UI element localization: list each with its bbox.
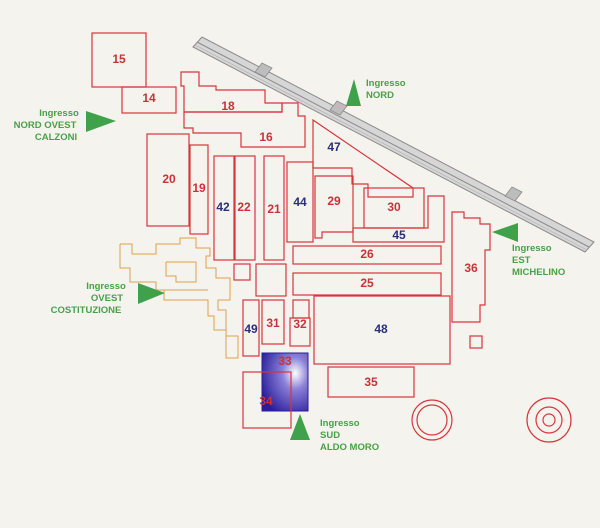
pavilion-47-label: 47 bbox=[327, 140, 341, 154]
round-structure-west-inner bbox=[416, 404, 448, 436]
pavilion-30-label: 30 bbox=[387, 200, 401, 214]
entrance-est-arrow-icon bbox=[492, 223, 518, 242]
pavilion-32-outline bbox=[289, 317, 311, 347]
pavilion-25-outline bbox=[292, 272, 442, 296]
pavilion-44-label: 44 bbox=[293, 195, 307, 209]
pavilion-21-outline bbox=[263, 155, 285, 261]
small-pavilion-b bbox=[255, 263, 287, 297]
entrance-ovest-arrow-icon bbox=[138, 283, 165, 304]
pavilion-26-outline bbox=[292, 245, 442, 265]
pavilion-29-label: 29 bbox=[327, 194, 341, 208]
round-structure-east-mid bbox=[535, 406, 563, 434]
entrance-ovest-line1: Ingresso bbox=[86, 281, 126, 292]
entrance-sud-line3: ALDO MORO bbox=[320, 442, 379, 453]
pavilion-14-outline bbox=[121, 86, 177, 114]
small-pavilion-a bbox=[233, 263, 251, 281]
entrance-nord-ovest-line3: CALZONI bbox=[35, 132, 77, 143]
entrance-est: Ingresso EST MICHELINO bbox=[492, 223, 565, 278]
entrance-sud: Ingresso SUD ALDO MORO bbox=[290, 414, 379, 453]
entrance-nord: Ingresso NORD bbox=[346, 78, 406, 106]
pavilion-15-label: 15 bbox=[112, 52, 126, 66]
entrance-nord-line1: Ingresso bbox=[366, 78, 406, 89]
entrance-nord-arrow-icon bbox=[346, 79, 361, 106]
pavilion-49-outline bbox=[242, 299, 260, 357]
pavilion-47-outline bbox=[312, 118, 414, 198]
entrance-sud-arrow-icon bbox=[290, 414, 310, 440]
pavilion-20-label: 20 bbox=[162, 172, 176, 186]
pavilion-15-outline bbox=[91, 32, 147, 88]
entrance-nord-ovest-line2: NORD OVEST bbox=[14, 120, 77, 131]
pavilion-32-label: 32 bbox=[293, 317, 307, 331]
pavilion-19-label: 19 bbox=[192, 181, 206, 195]
pavilion-26-label: 26 bbox=[360, 247, 374, 261]
pavilion-31-outline bbox=[261, 299, 285, 345]
entrance-ovest-line3: COSTITUZIONE bbox=[51, 305, 122, 316]
pavilion-44-outline bbox=[286, 161, 314, 243]
entrance-est-line3: MICHELINO bbox=[512, 267, 565, 278]
pavilion-42-label: 42 bbox=[216, 200, 230, 214]
pavilion-34-label: 34 bbox=[259, 394, 273, 408]
pavilion-16-outline bbox=[183, 102, 306, 148]
pavilion-14-label: 14 bbox=[142, 91, 156, 105]
round-structure-east bbox=[526, 397, 572, 443]
pavilion-16-label: 16 bbox=[259, 130, 273, 144]
pavilion-36-label: 36 bbox=[464, 261, 478, 275]
entrance-sud-line2: SUD bbox=[320, 430, 340, 441]
entrance-ovest-line2: OVEST bbox=[91, 293, 123, 304]
pavilion-22-outline bbox=[234, 155, 256, 261]
pavilion-49-label: 49 bbox=[244, 322, 258, 336]
pavilion-33-highlight bbox=[261, 352, 309, 412]
pavilion-21-label: 21 bbox=[267, 202, 281, 216]
pavilion-48-label: 48 bbox=[374, 322, 388, 336]
pavilions bbox=[91, 32, 572, 443]
round-structure-east-inner bbox=[542, 413, 556, 427]
entrance-nord-ovest-arrow-icon bbox=[86, 111, 116, 132]
pavilion-45-label: 45 bbox=[392, 228, 406, 242]
pavilion-35-label: 35 bbox=[364, 375, 378, 389]
pavilion-48-outline bbox=[313, 295, 451, 365]
small-kiosk bbox=[469, 335, 483, 349]
west-annex-outline bbox=[119, 237, 239, 359]
pavilion-19-outline bbox=[189, 144, 209, 235]
pavilion-20-outline bbox=[146, 133, 190, 227]
pavilion-labels: 15 14 18 16 47 20 19 42 22 21 44 29 30 4… bbox=[112, 52, 478, 408]
pavilion-45-outline bbox=[352, 195, 445, 243]
entrance-sud-line1: Ingresso bbox=[320, 418, 360, 429]
entrance-nord-ovest-line1: Ingresso bbox=[39, 108, 79, 119]
entrance-ovest: Ingresso OVEST COSTITUZIONE bbox=[51, 281, 165, 316]
pavilion-31-label: 31 bbox=[266, 316, 280, 330]
round-structure-west bbox=[411, 399, 453, 441]
pavilion-18-label: 18 bbox=[221, 99, 235, 113]
entrance-nord-ovest: Ingresso NORD OVEST CALZONI bbox=[14, 108, 116, 143]
entrance-nord-line2: NORD bbox=[366, 90, 394, 101]
pavilion-22-label: 22 bbox=[237, 200, 251, 214]
pavilion-29-outline bbox=[314, 175, 354, 239]
railway bbox=[192, 36, 595, 253]
entrance-est-line2: EST bbox=[512, 255, 531, 266]
pavilion-25-label: 25 bbox=[360, 276, 374, 290]
small-pavilion-c bbox=[292, 299, 310, 319]
pavilion-18-outline bbox=[180, 71, 283, 113]
pavilion-42-outline bbox=[213, 155, 235, 261]
pavilion-33-label: 33 bbox=[278, 354, 292, 368]
entrance-est-line1: Ingresso bbox=[512, 243, 552, 254]
pavilion-34-outline bbox=[242, 371, 292, 429]
pavilion-36-outline bbox=[451, 211, 491, 323]
pavilion-35-outline bbox=[327, 366, 415, 398]
